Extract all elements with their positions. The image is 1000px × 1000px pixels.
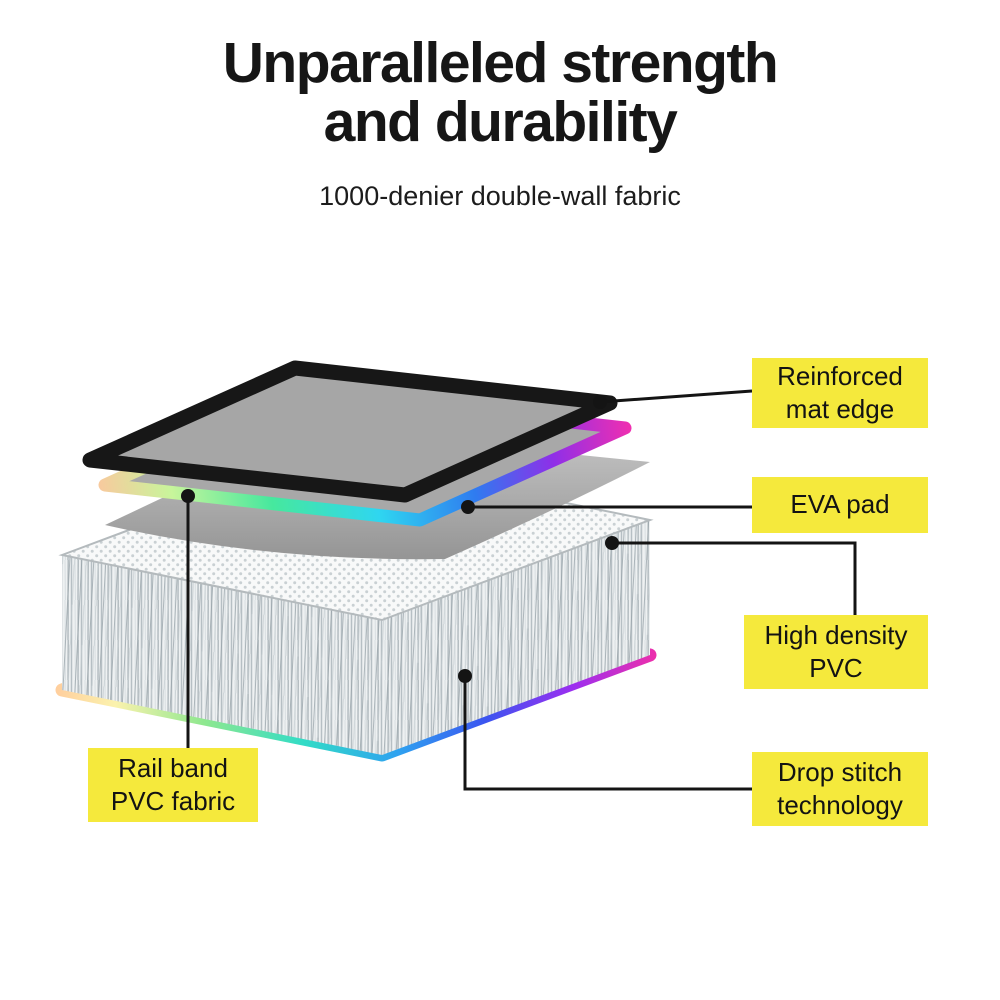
callout-line-high-density bbox=[612, 541, 857, 615]
callout-line-reinforced bbox=[599, 389, 753, 404]
page-title: Unparalleled strength and durability bbox=[222, 31, 779, 155]
label-reinforced-mat-edge: Reinforced mat edge bbox=[752, 358, 928, 428]
label-eva-pad: EVA pad bbox=[752, 477, 928, 533]
label-high-density-pvc: High density PVC bbox=[744, 615, 928, 689]
mat-edge-layer bbox=[82, 360, 618, 503]
callout-dot-eva bbox=[461, 500, 475, 514]
callout-dot-rail-band bbox=[181, 489, 195, 503]
callout-dot-drop-stitch bbox=[458, 669, 472, 683]
label-drop-stitch-technology: Drop stitch technology bbox=[752, 752, 928, 826]
label-rail-band-pvc-fabric: Rail band PVC fabric bbox=[88, 748, 258, 822]
callout-line-drop-stitch bbox=[463, 676, 752, 791]
page-subtitle: 1000-denier double-wall fabric bbox=[319, 181, 681, 211]
drop-stitch-fibers-overlay bbox=[62, 520, 650, 755]
callout-dot-reinforced bbox=[593, 395, 607, 409]
callout-dot-high-density bbox=[605, 536, 619, 550]
